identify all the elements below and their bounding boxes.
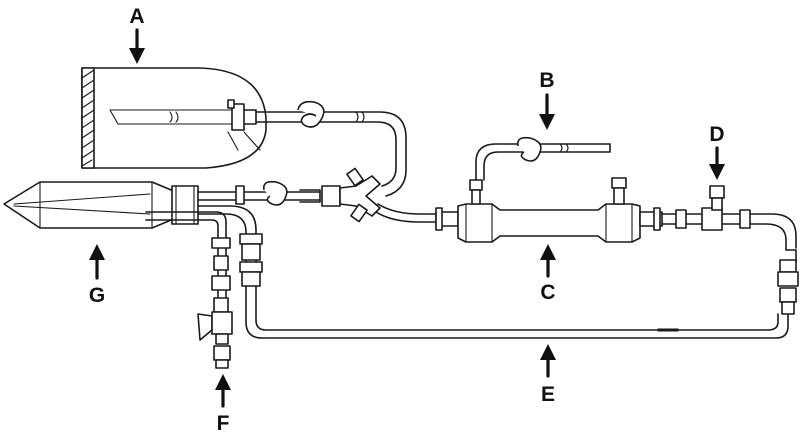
sampling-line-b [475, 136, 611, 181]
callout-d: D [709, 123, 725, 180]
heat-exchanger-c [435, 177, 663, 243]
callout-label-a: A [129, 5, 144, 28]
return-line-e [245, 285, 789, 339]
reservoir-bag-a [81, 67, 267, 169]
oxygenator-outlet-tube [197, 167, 381, 223]
callout-label-f: F [217, 412, 230, 435]
callout-c: C [540, 244, 556, 304]
oxygenator-g [3, 181, 199, 229]
oxygenator-drain-tubes [145, 205, 263, 369]
callout-label-c: C [540, 281, 555, 304]
callout-g: G [89, 244, 105, 307]
callout-label-d: D [709, 123, 724, 146]
callout-f: F [215, 374, 231, 435]
callout-label-e: E [541, 383, 555, 406]
bag-outlet-tube [255, 100, 407, 197]
callout-e: E [540, 344, 556, 406]
callout-b: B [539, 69, 555, 130]
arterial-line-d [661, 185, 799, 315]
callout-label-g: G [89, 284, 105, 307]
y-to-heat-exchanger-tube [375, 203, 441, 223]
callout-a: A [129, 5, 145, 64]
callout-label-b: B [539, 69, 554, 92]
